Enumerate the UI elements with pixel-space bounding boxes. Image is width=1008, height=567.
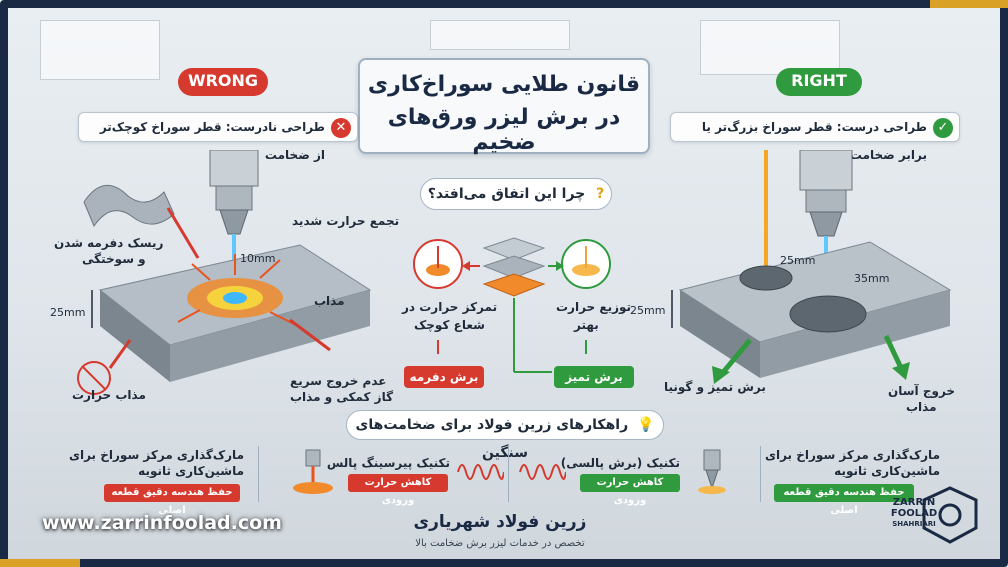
pulse-wave-icon: [457, 464, 504, 480]
distributed-heat-label-2: بهتر: [574, 318, 599, 332]
solution-1-title-1: مارک‌گذاری مرکز سوراخ برای: [68, 448, 244, 462]
logo-line-3: SHAHRIARI: [892, 520, 936, 528]
easy-exit-label-2: مذاب: [906, 400, 937, 414]
logo-text: ZARRIN FOOLAD SHAHRIARI: [884, 497, 944, 530]
why-diagram: [413, 237, 611, 373]
pulse-cut-wave-icon: [519, 464, 566, 480]
deformed-cut-tag: برش دفرمه: [404, 366, 484, 388]
wrong-pill: WRONG: [178, 68, 268, 96]
plate-side: [680, 290, 760, 378]
why-box: ? چرا این اتفاق می‌افتد؟: [420, 178, 612, 210]
heat-buildup-label: تجمع حرارت شدید: [292, 214, 400, 228]
wrong-thickness-label: 25mm: [50, 306, 86, 319]
why-label: چرا این اتفاق می‌افتد؟: [427, 186, 586, 202]
green-arrow-left: [718, 338, 752, 378]
logo-line-1: ZARRIN: [892, 497, 936, 508]
no-deform-icon: [77, 361, 111, 395]
check-icon: ✓: [933, 118, 953, 138]
solution-1-title-2: ماشین‌کاری ثانویه: [138, 464, 244, 478]
solution-2-title: تکنیک پیرسینگ پالس: [326, 456, 450, 470]
laser-nozzle-icon: [799, 150, 853, 237]
solution-4-title-2: ماشین‌کاری ثانویه: [834, 464, 940, 478]
concentrated-heat-label-1: تمرکز حرارت در: [402, 300, 498, 314]
hole: [223, 292, 247, 304]
title-box: قانون طلایی سوراخ‌کاری در برش لیزر ورق‌ه…: [358, 58, 650, 155]
gas-exit-label-1: عدم خروج سریع: [290, 374, 387, 388]
solution-2-tag: کاهش حرارت ورودی: [348, 474, 448, 506]
question-icon: ?: [596, 186, 605, 202]
background-window: [40, 20, 160, 80]
hole-large: [789, 295, 867, 333]
solution-4-title-1: مارک‌گذاری مرکز سوراخ برای: [764, 448, 940, 462]
company-name: زرین فولاد شهریاری: [413, 512, 587, 532]
distributed-heat-label-1: توزیع حرارت: [556, 300, 632, 314]
right-pill: RIGHT: [776, 68, 862, 96]
wrong-design-box: طراحی نادرست: قطر سوراخ کوچک‌تر از ضخامت…: [78, 112, 358, 162]
solution-1-tag: حفظ هندسه دقیق قطعه اصلی: [104, 484, 240, 516]
right-design-text: طراحی درست: قطر سوراخ بزرگ‌تر یا برابر ض…: [701, 120, 927, 162]
x-icon: ✕: [331, 118, 351, 138]
wrong-illustration: [77, 150, 372, 395]
drill-icon: [698, 449, 726, 494]
hole-small: [739, 265, 793, 291]
frame-accent: [0, 559, 80, 567]
plate-front: [170, 290, 370, 382]
background-window: [700, 20, 840, 75]
molten-label: مذاب: [314, 294, 345, 308]
clean-cut-tag: برش تمیز: [554, 366, 634, 388]
concentrated-heat-label-2: شعاع کوچک: [414, 318, 485, 332]
solution-4-tag: حفظ هندسه دقیق قطعه اصلی: [774, 484, 914, 516]
arrow-up: [166, 207, 200, 259]
title-line-2: در برش لیزر ورق‌های ضخیم: [387, 105, 621, 155]
laser-nozzle-icon: [209, 150, 259, 235]
molten-heat-label: مذاب حرارت: [72, 388, 146, 402]
green-arrow-right: [883, 334, 905, 372]
pulse-piercing-icon: [293, 449, 333, 494]
lightbulb-icon: 💡: [637, 417, 655, 433]
company-subtitle: تخصص در خدمات لیزر برش ضخامت بالا: [415, 538, 585, 549]
solution-3-title: تکنیک (برش پالسی): [560, 456, 680, 470]
company-logo: [880, 480, 990, 550]
stacked-plates-icon: [482, 237, 546, 297]
title-line-1: قانون طلایی سوراخ‌کاری: [367, 72, 641, 97]
easy-exit-label-1: خروج آسان: [888, 384, 956, 398]
solutions-bar: 💡 راهکارهای زرین فولاد برای ضخامت‌های سن…: [346, 410, 664, 461]
plate-front: [760, 290, 950, 378]
right-illustration: [671, 150, 952, 384]
right-hole1-label: 25mm: [780, 254, 816, 267]
solution-3-tag: کاهش حرارت ورودی: [580, 474, 680, 506]
arrow-down: [289, 318, 331, 352]
website-link[interactable]: www.zarrinfoolad.com: [42, 512, 282, 534]
wrong-hole-label: 10mm: [240, 252, 276, 265]
clean-square-cut-label: برش تمیز و گونیا: [664, 380, 766, 394]
right-hole2-label: 35mm: [854, 272, 890, 285]
gas-exit-label-2: گاز کمکی و مذاب: [290, 390, 394, 404]
background-window: [430, 20, 570, 50]
plate-side: [100, 290, 170, 382]
logo-line-2: FOOLAD: [890, 508, 938, 519]
right-design-box: طراحی درست: قطر سوراخ بزرگ‌تر یا برابر ض…: [670, 112, 960, 162]
wrong-design-text: طراحی نادرست: قطر سوراخ کوچک‌تر از ضخامت: [99, 120, 325, 162]
solutions-title: راهکارهای زرین فولاد برای ضخامت‌های سنگی…: [355, 417, 629, 461]
deformed-plate-icon: [83, 185, 175, 228]
right-thickness-label: 25mm: [630, 304, 666, 317]
deform-risk-label-2: و سوختگی: [82, 252, 146, 266]
frame-accent: [930, 0, 1008, 8]
deform-risk-label-1: ریسک دفرمه شدن: [54, 236, 164, 250]
